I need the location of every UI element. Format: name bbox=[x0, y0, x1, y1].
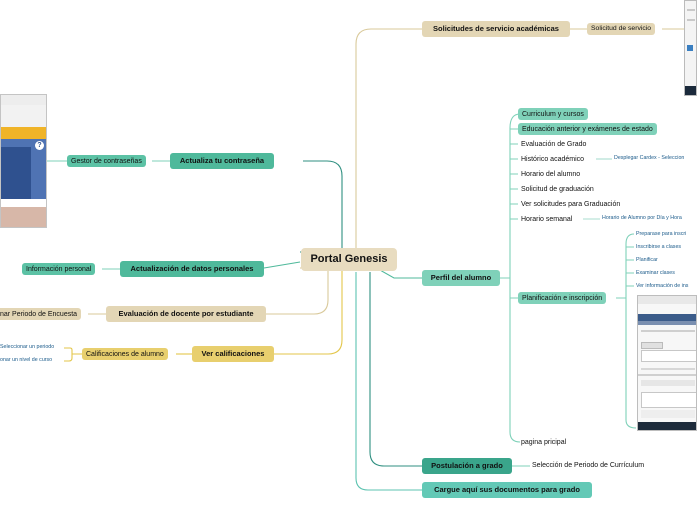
sel-periodo-node[interactable]: Seleccionar un periodo bbox=[0, 344, 55, 350]
actualiza-node[interactable]: Actualiza tu contraseña bbox=[170, 153, 274, 169]
perfil-item-pagina-principal[interactable]: pagina pricipal bbox=[521, 439, 567, 446]
datos-node[interactable]: Actualización de datos personales bbox=[120, 261, 264, 277]
link-planificacion-items bbox=[626, 246, 634, 287]
sel-nivel-node[interactable]: onar un nivel de curso bbox=[0, 357, 53, 363]
planificacion-item-preparase[interactable]: Preparase para inscri bbox=[636, 231, 687, 237]
solicitud-servicio-node[interactable]: Solicitud de servicio bbox=[587, 23, 656, 35]
link-ver-calificaciones bbox=[274, 270, 343, 355]
horario-link[interactable]: Horario de Alumno por Día y Hora bbox=[602, 215, 682, 221]
perfil-item-ver-solicitudes[interactable]: Ver solicitudes para Graduación bbox=[521, 201, 621, 208]
link-perfil-trunk-down bbox=[509, 278, 521, 443]
link-planificacion-trunk bbox=[616, 233, 637, 429]
link-actualiza bbox=[300, 160, 343, 253]
cargue-node[interactable]: Cargue aquí sus documentos para grado bbox=[422, 482, 592, 498]
link-evaluacion-docente bbox=[266, 267, 329, 315]
link-cargue bbox=[355, 272, 422, 491]
planificacion-item-inscribirse[interactable]: Inscribirse a clases bbox=[636, 244, 682, 250]
perfil-item-curriculum[interactable]: Curriculum y cursos bbox=[518, 108, 588, 120]
evaluacion-docente-node[interactable]: Evaluación de docente por estudiante bbox=[106, 306, 266, 322]
historico-link[interactable]: Desplegar Cardex - Seleccion bbox=[614, 155, 685, 161]
perfil-item-horario-semanal[interactable]: Horario semanal bbox=[521, 216, 573, 223]
link-sel-periodo-nivel bbox=[64, 347, 82, 362]
planificacion-screenshot bbox=[637, 295, 697, 431]
perfil-item-solicitud-graduacion[interactable]: Solicitud de graduación bbox=[521, 186, 594, 193]
planificacion-item-planificar[interactable]: Planificar bbox=[636, 257, 658, 263]
planificacion-item-examinar[interactable]: Examinar clases bbox=[636, 270, 675, 276]
perfil-item-planificacion[interactable]: Planificación e inscripción bbox=[518, 292, 607, 304]
link-perfil-trunk bbox=[500, 113, 521, 279]
info-icon: ? bbox=[35, 141, 44, 150]
gestor-node[interactable]: Gestor de contraseñas bbox=[67, 155, 146, 167]
link-datos bbox=[263, 261, 301, 269]
perfil-item-historico[interactable]: Histórico académico bbox=[521, 156, 585, 163]
perfil-item-educacion[interactable]: Educación anterior y exámenes de estado bbox=[518, 123, 657, 135]
link-solicitudes bbox=[355, 28, 422, 248]
info-personal-node[interactable]: Información personal bbox=[22, 263, 96, 275]
link-postulacion bbox=[369, 272, 422, 467]
periodo-encuesta-node[interactable]: nar Periodo de Encuesta bbox=[0, 308, 82, 320]
gestor-screenshot: ? bbox=[0, 94, 47, 228]
solicitudes-node[interactable]: Solicitudes de servicio académicas bbox=[422, 21, 570, 37]
root-node[interactable]: Portal Genesis bbox=[301, 248, 397, 271]
solicitud-screenshot bbox=[684, 0, 697, 96]
postulacion-node[interactable]: Postulación a grado bbox=[422, 458, 512, 474]
seleccion-periodo-node[interactable]: Selección de Periodo de Currículum bbox=[532, 462, 645, 469]
planificacion-item-ver-informacion[interactable]: Ver información de ins bbox=[636, 283, 689, 289]
link-perfil-items bbox=[510, 128, 518, 299]
calificaciones-alumno-node[interactable]: Calificaciones de alumno bbox=[82, 348, 168, 360]
ver-calificaciones-node[interactable]: Ver calificaciones bbox=[192, 346, 274, 362]
link-perfil bbox=[379, 269, 422, 279]
perfil-node[interactable]: Perfil del alumno bbox=[422, 270, 500, 286]
perfil-item-evaluacion-grado[interactable]: Evaluación de Grado bbox=[521, 141, 587, 148]
perfil-item-horario-alumno[interactable]: Horario del alumno bbox=[521, 171, 581, 178]
